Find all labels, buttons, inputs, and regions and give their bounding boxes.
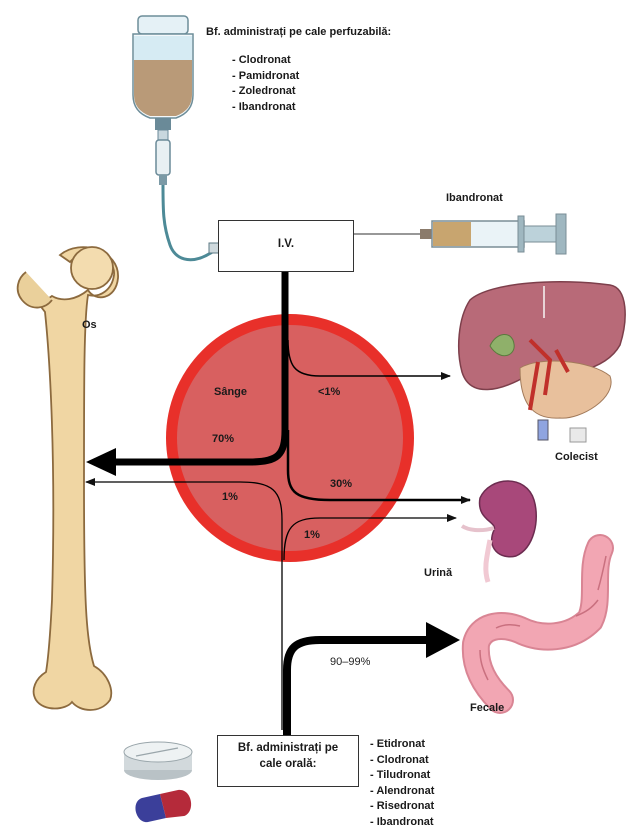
syringe-icon bbox=[354, 214, 566, 254]
urine-label: Urină bbox=[424, 566, 452, 580]
list-item: Risedronat bbox=[370, 799, 434, 815]
percent-to-bone: 70% bbox=[212, 432, 234, 446]
percent-to-kidney-minor: 1% bbox=[304, 528, 320, 542]
oral-drug-list: Etidronat Clodronat Tiludronat Alendrona… bbox=[370, 737, 434, 830]
percent-to-feces: 90–99% bbox=[330, 656, 370, 668]
list-item: Zoledronat bbox=[232, 84, 299, 100]
list-item: Tiludronat bbox=[370, 768, 434, 784]
iv-drug-list: Clodronat Pamidronat Zoledronat Ibandron… bbox=[232, 53, 299, 115]
syringe-label: Ibandronat bbox=[446, 191, 503, 205]
list-item: Alendronat bbox=[370, 784, 434, 800]
list-item: Ibandronat bbox=[232, 100, 299, 116]
list-item: Ibandronat bbox=[370, 815, 434, 830]
intestine-icon bbox=[476, 548, 606, 700]
oral-box: Bf. administrați pe cale orală: bbox=[217, 735, 359, 787]
bone-label: Os bbox=[82, 318, 97, 332]
blood-circle bbox=[166, 314, 414, 562]
percent-to-bone-minor: 1% bbox=[222, 490, 238, 504]
list-item: Pamidronat bbox=[232, 69, 299, 85]
percent-to-liver: <1% bbox=[318, 385, 340, 399]
feces-label: Fecale bbox=[470, 701, 504, 715]
kidney-icon bbox=[462, 481, 536, 582]
infusion-bottle-icon bbox=[133, 16, 219, 260]
blood-label: Sânge bbox=[214, 385, 247, 399]
liver-gallbladder-icon bbox=[459, 282, 625, 442]
percent-to-kidney: 30% bbox=[330, 477, 352, 491]
iv-box: I.V. bbox=[218, 220, 354, 272]
gallbladder-label: Colecist bbox=[555, 450, 598, 464]
iv-header-text: Bf. administrați pe cale perfuzabilă: bbox=[206, 25, 391, 39]
list-item: Etidronat bbox=[370, 737, 434, 753]
list-item: Clodronat bbox=[370, 753, 434, 769]
femur-bone-icon bbox=[18, 247, 118, 710]
list-item: Clodronat bbox=[232, 53, 299, 69]
